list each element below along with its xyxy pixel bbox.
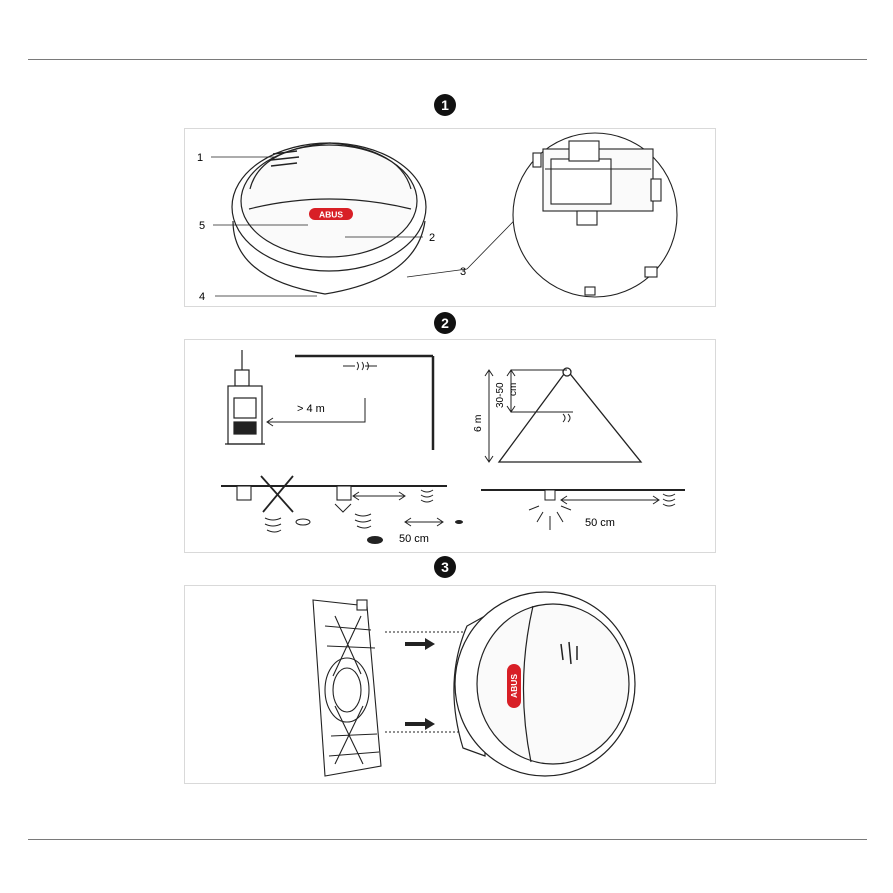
appliance-icon — [225, 350, 265, 444]
step-1-number: 1 — [441, 97, 449, 113]
step-3-marker: 3 — [432, 554, 458, 580]
callout-1: 1 — [197, 152, 203, 164]
roof-peak-label: 30-50 — [495, 382, 506, 408]
panel-placement: > 4 m 50 cm — [184, 339, 716, 553]
step-1-marker: 1 — [432, 92, 458, 118]
detector-back-view — [513, 133, 677, 297]
distance-wall-label: > 4 m — [297, 403, 325, 415]
placement-diagram: > 4 m 50 cm — [185, 340, 715, 552]
cross-icon — [261, 476, 293, 512]
abus-logo-vertical: ABUS — [507, 664, 521, 708]
callout-2: 2 — [429, 232, 435, 244]
roof-peak-unit-label: cm — [508, 383, 519, 396]
ceiling-lamp-icon — [529, 490, 571, 530]
step-3-number: 3 — [441, 559, 449, 575]
callout-4: 4 — [199, 291, 205, 303]
room-height-label: 6 m — [472, 414, 484, 432]
mounting-diagram: ABUS — [185, 586, 715, 783]
device-parts-diagram: ABUS 1 2 3 4 5 — [185, 129, 715, 306]
panel-device-parts: ABUS 1 2 3 4 5 — [184, 128, 716, 307]
step-2-number: 2 — [441, 315, 449, 331]
mounting-arrows — [405, 638, 435, 730]
panel-mounting: ABUS — [184, 585, 716, 784]
step-2-marker: 2 — [432, 310, 458, 336]
top-rule — [28, 59, 867, 60]
abus-logo: ABUS — [309, 208, 353, 220]
lamp-distance-left-label: 50 cm — [399, 533, 429, 545]
svg-text:ABUS: ABUS — [319, 210, 343, 220]
roof-triangle — [499, 368, 641, 462]
callout-3: 3 — [460, 266, 466, 278]
mounting-plate — [313, 600, 381, 776]
smoke-detector-side — [454, 592, 635, 776]
svg-text:ABUS: ABUS — [509, 674, 519, 698]
lamp-distance-right-label: 50 cm — [585, 517, 615, 529]
callout-5: 5 — [199, 220, 205, 232]
bottom-rule — [28, 839, 867, 840]
